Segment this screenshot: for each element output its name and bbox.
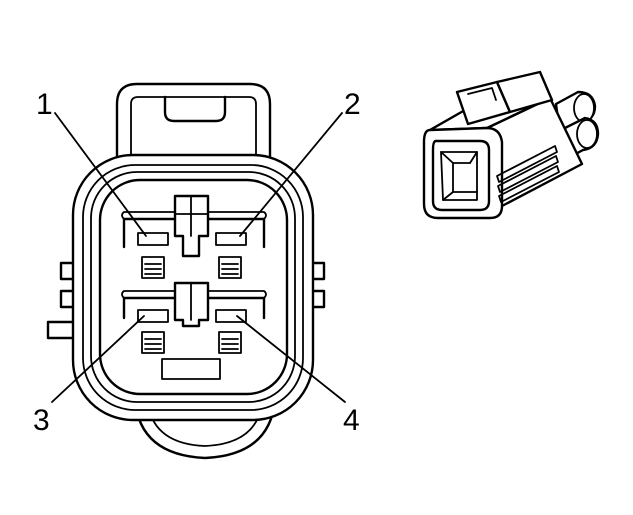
terminal-window-lower-left	[141, 331, 165, 354]
terminal-window-upper-left	[141, 256, 165, 279]
key-slot	[161, 358, 221, 380]
pin-label-4: 4	[343, 404, 360, 437]
pin-label-3: 3	[33, 404, 50, 437]
pin-label-2: 2	[344, 88, 361, 121]
pin-label-1: 1	[36, 88, 53, 121]
terminal-cavities	[121, 194, 267, 380]
connector-isometric-view	[422, 70, 600, 220]
terminal-window-upper-right	[218, 256, 242, 279]
terminal-window-lower-right	[218, 331, 242, 354]
leader-lines	[51, 112, 346, 403]
connector-face-view: 1 2 3 4	[33, 82, 361, 460]
